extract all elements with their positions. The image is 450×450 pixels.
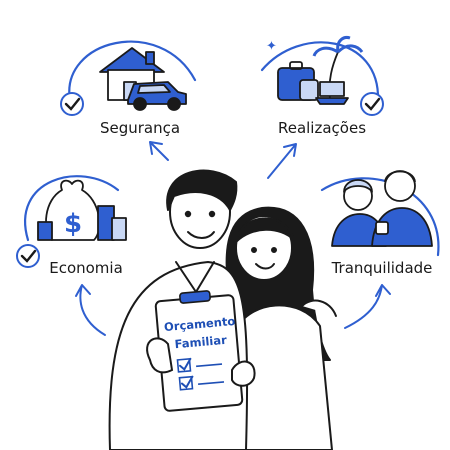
travel-illustration	[277, 36, 364, 105]
house-chimney	[145, 51, 155, 65]
car-wheel-back	[167, 97, 181, 111]
check-realizacoes-icon	[360, 92, 384, 116]
coin-stack-right-2	[111, 217, 127, 241]
clipboard-title-line1: Orçamento	[163, 314, 235, 334]
arrow-to-realizacoes	[267, 143, 297, 179]
elderly-couple-illustration	[331, 170, 433, 247]
laptop-base	[315, 97, 349, 105]
suitcase-small	[299, 79, 319, 101]
coin-stack-left	[37, 221, 53, 241]
label-realizacoes: Realizações	[278, 119, 366, 137]
man-hands	[146, 337, 256, 387]
car-window	[137, 84, 171, 94]
clipboard-clip	[179, 290, 211, 304]
laptop-screen	[319, 81, 345, 97]
palm-leaves	[312, 36, 364, 57]
sparkle-icon: ✦	[266, 39, 277, 54]
car-wheel-front	[133, 97, 147, 111]
arc-seguranca	[68, 40, 197, 102]
clipboard-title-line2: Familiar	[174, 333, 228, 352]
house-car-illustration	[99, 47, 187, 111]
arrow-to-seguranca	[149, 141, 169, 161]
man-hand-right	[231, 360, 256, 387]
arrow-to-tranquilidade	[344, 284, 391, 329]
woman-eye-right	[271, 247, 277, 253]
man-smile	[187, 231, 215, 239]
label-tranquilidade: Tranquilidade	[331, 259, 433, 277]
arrow-to-economia	[75, 284, 106, 336]
grandpa-hair	[384, 170, 416, 183]
checklist-item-1	[176, 357, 223, 373]
dollar-icon: $	[64, 209, 82, 239]
man-eye-right	[208, 210, 216, 218]
coffee-cup	[375, 221, 389, 235]
label-seguranca: Segurança	[100, 119, 180, 137]
suitcase-handle	[289, 61, 303, 70]
budget-clipboard: Orçamento Familiar	[154, 290, 244, 412]
check-economia-icon	[16, 244, 40, 268]
woman-smile	[255, 263, 275, 270]
woman-hand	[301, 299, 337, 317]
man-hair	[166, 169, 238, 211]
grandma-hair	[343, 179, 373, 193]
money-bag-illustration: $	[37, 179, 127, 241]
arc-realizacoes	[260, 41, 380, 102]
woman-bangs	[235, 217, 295, 243]
man-eye-left	[184, 210, 192, 218]
man-hand-left	[146, 337, 174, 374]
check-seguranca-icon	[60, 92, 84, 116]
label-economia: Economia	[49, 259, 123, 277]
flow-arrows	[75, 141, 391, 336]
arc-economia	[24, 175, 120, 242]
woman-eye-left	[251, 247, 257, 253]
checklist-item-2	[178, 375, 225, 391]
